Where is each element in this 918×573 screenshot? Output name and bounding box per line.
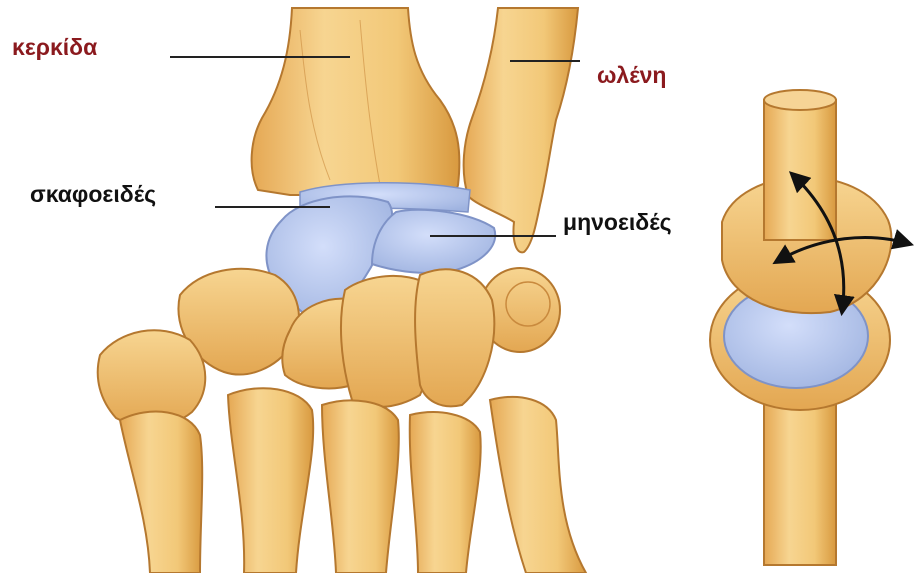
ulna-bone bbox=[464, 8, 578, 252]
label-ulna: ωλένη bbox=[597, 62, 666, 88]
radius-bone bbox=[252, 8, 460, 195]
lunate-bone bbox=[372, 210, 495, 273]
label-lunate: μηνοειδές bbox=[563, 209, 672, 235]
condyloid-joint-model bbox=[710, 90, 891, 565]
label-radius: κερκίδα bbox=[12, 34, 97, 60]
label-scaphoid: σκαφοειδές bbox=[30, 181, 156, 207]
metacarpal-bones bbox=[120, 388, 586, 573]
